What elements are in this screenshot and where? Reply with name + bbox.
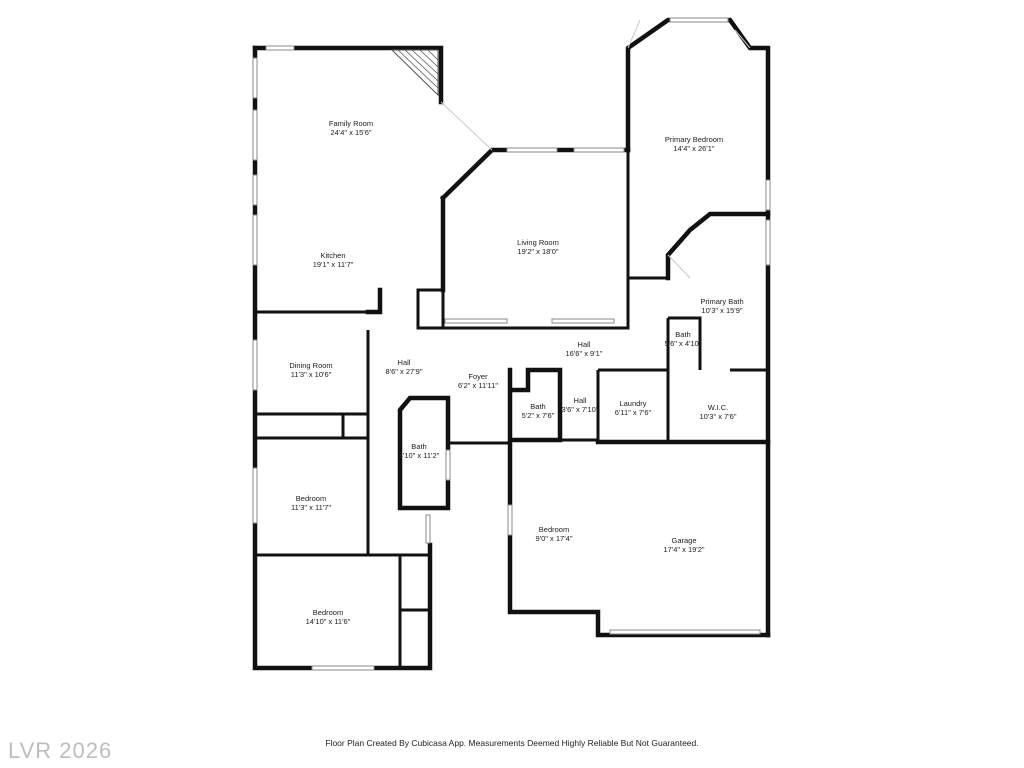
room-dims-bedroom-south: 14'10" x 11'6": [306, 617, 351, 626]
room-dims-kitchen: 19'1" x 11'7": [313, 260, 354, 269]
floor-plan-disclaimer: Floor Plan Created By Cubicasa App. Meas…: [325, 738, 699, 748]
room-dims-hall-east: 16'6" x 9'1": [566, 349, 603, 358]
room-name-hall-west: Hall: [398, 358, 411, 367]
room-dims-bath-center: 5'2" x 7'6": [522, 411, 555, 420]
room-dims-foyer: 6'2" x 11'11": [458, 381, 498, 390]
room-name-wic: W.I.C.: [708, 403, 728, 412]
room-name-bath-hall: Bath: [411, 442, 426, 451]
watermark: LVR 2026: [8, 738, 113, 763]
room-name-primary-bath: Primary Bath: [700, 297, 743, 306]
room-dims-garage: 17'4" x 19'2": [663, 545, 704, 554]
room-dims-living-room: 19'2" x 18'0": [517, 247, 558, 256]
room-dims-family-room: 24'4" x 15'6": [330, 128, 371, 137]
room-labels: Family Room 24'4" x 15'6" Kitchen 19'1" …: [289, 119, 743, 626]
room-dims-wic: 10'3" x 7'6": [700, 412, 737, 421]
room-dims-bath-hall: 4'10" x 11'2": [399, 451, 440, 460]
room-name-garage: Garage: [671, 536, 696, 545]
room-name-bedroom-center: Bedroom: [539, 525, 569, 534]
room-dims-bedroom-west: 11'3" x 11'7": [291, 503, 331, 512]
room-name-living-room: Living Room: [517, 238, 559, 247]
room-name-bedroom-west: Bedroom: [296, 494, 326, 503]
windows: [252, 17, 771, 671]
room-dims-hall-small: 3'6" x 7'10": [562, 405, 599, 414]
room-dims-dining-room: 11'3" x 10'6": [291, 370, 332, 379]
room-name-bedroom-south: Bedroom: [313, 608, 343, 617]
room-name-kitchen: Kitchen: [320, 251, 345, 260]
room-name-hall-east: Hall: [578, 340, 591, 349]
room-dims-hall-west: 8'6" x 27'9": [386, 367, 423, 376]
room-name-laundry: Laundry: [619, 399, 646, 408]
room-name-bath-center: Bath: [530, 402, 545, 411]
room-dims-laundry: 6'11" x 7'6": [615, 408, 652, 417]
room-name-hall-small: Hall: [574, 396, 587, 405]
room-name-primary-bedroom: Primary Bedroom: [665, 135, 723, 144]
room-dims-primary-bedroom: 14'4" x 26'1": [673, 144, 714, 153]
room-dims-bedroom-center: 9'0" x 17'4": [536, 534, 573, 543]
room-name-family-room: Family Room: [329, 119, 373, 128]
room-name-bath-primary: Bath: [675, 330, 690, 339]
fireplace-hatch: [390, 49, 439, 97]
room-name-foyer: Foyer: [468, 372, 488, 381]
room-name-dining-room: Dining Room: [289, 361, 332, 370]
room-dims-bath-primary: 5'6" x 4'10": [665, 339, 702, 348]
room-dims-primary-bath: 10'3" x 15'9": [701, 306, 742, 315]
door-swings: [440, 19, 751, 279]
